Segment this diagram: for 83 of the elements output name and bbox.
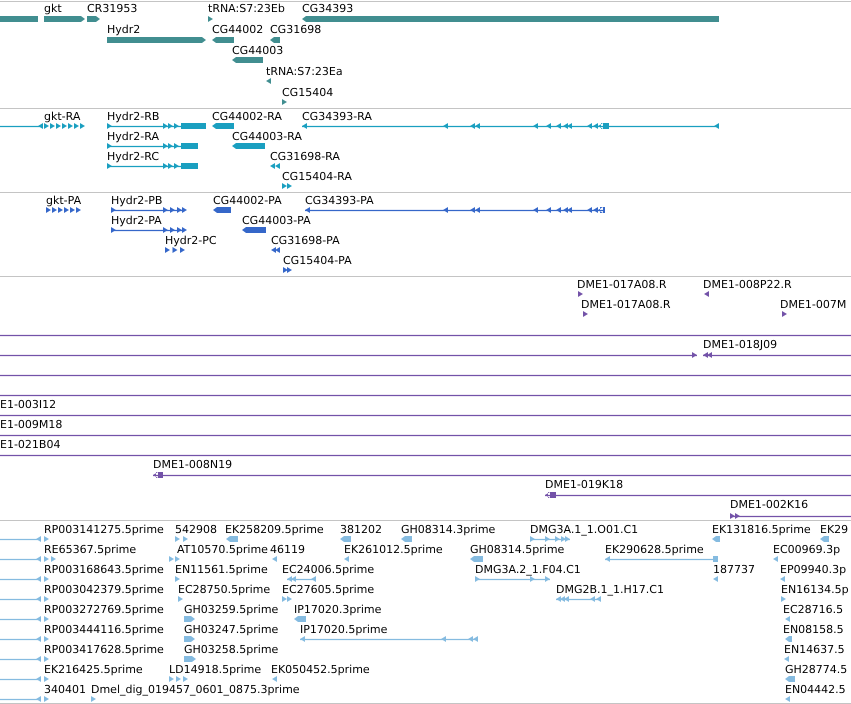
feature-label: EN14637.5: [784, 642, 845, 656]
feature-label: AT10570.5prime: [177, 542, 268, 556]
feature-label: Hydr2-RC: [107, 150, 160, 162]
feature-label: CG34393: [302, 2, 354, 14]
feature-label: CG44002-RA: [212, 110, 282, 122]
feature-label: CG44003-PA: [242, 214, 311, 226]
feature-label: IP17020.3prime: [294, 602, 382, 616]
feature-label: RP003141275.5prime: [44, 522, 164, 536]
feature-label: 542908: [175, 522, 217, 536]
feature-label: EN04442.5: [785, 682, 846, 696]
feature-label: CG44002: [212, 22, 264, 36]
feature-label: CG15404-PA: [283, 254, 352, 266]
feature-label: CG31698: [270, 22, 322, 36]
feature-label: EN11561.5prime: [175, 562, 268, 576]
feature-label: GH03259.5prime: [184, 602, 278, 616]
feature-label: EC27605.5prime: [282, 582, 374, 596]
feature-label: RP003272769.5prime: [44, 602, 164, 616]
feature-label: gkt-RA: [44, 110, 80, 122]
feature-label: LD14918.5prime: [169, 662, 262, 676]
feature-label: 46119: [270, 542, 305, 556]
feature-label: Hydr2: [107, 22, 140, 36]
feature-label: EK261012.5prime: [344, 542, 443, 556]
feature-label: EK050452.5prime: [271, 662, 370, 676]
feature-label: EK290628.5prime: [605, 542, 704, 556]
feature-label: DMG3A.2_1.F04.C1: [475, 562, 581, 576]
feature-label: Hydr2-RA: [107, 130, 159, 142]
feature-label: CG31698-PA: [271, 234, 340, 246]
feature-label: GH08314.5prime: [470, 542, 564, 556]
feature-label: EP09940.3p: [780, 562, 846, 576]
feature-label: 381202: [340, 522, 382, 536]
feature-label: RP003168643.5prime: [44, 562, 164, 576]
feature-label: EC28750.5prime: [178, 582, 270, 596]
feature-label: EN08158.5: [783, 622, 844, 636]
feature-label: RP003417628.5prime: [44, 642, 164, 656]
feature-label: Hydr2-RB: [107, 110, 160, 122]
feature-label: E1-003I12: [0, 398, 56, 410]
feature-label: GH28774.5: [785, 662, 848, 676]
feature-label: DME1-017A08.R: [577, 278, 667, 290]
feature-label: 340401: [44, 682, 86, 696]
feature-label: CG34393-PA: [305, 194, 374, 206]
feature-label: E1-009M18: [0, 418, 62, 430]
feature-label: gkt: [44, 2, 62, 14]
feature-label: DME1-007M: [780, 298, 846, 310]
feature-label: CG44003: [232, 44, 284, 56]
feature-label: RE65367.5prime: [44, 542, 136, 556]
feature-label: DMG2B.1_1.H17.C1: [556, 582, 664, 596]
feature-label: CG15404: [282, 86, 334, 98]
feature-label: 187737: [713, 562, 755, 576]
feature-label: RP003042379.5prime: [44, 582, 164, 596]
feature-label: gkt-PA: [46, 194, 82, 206]
feature-label: EK258209.5prime: [225, 522, 324, 536]
feature-label: RP003444116.5prime: [44, 622, 164, 636]
feature-label: Dmel_dig_019457_0601_0875.3prime: [91, 682, 300, 696]
feature-label: E1-021B04: [0, 438, 60, 450]
feature-label: tRNA:S7:23Ea: [266, 64, 343, 78]
feature-label: CG44003-RA: [232, 130, 302, 142]
feature-label: EC24006.5prime: [282, 562, 374, 576]
feature-label: CG44002-PA: [213, 194, 282, 206]
feature-label: tRNA:S7:23Eb: [208, 2, 285, 14]
feature-label: CG31698-RA: [270, 150, 340, 162]
feature-label: CG34393-RA: [302, 110, 372, 122]
feature-label: DMG3A.1_1.O01.C1: [530, 522, 638, 536]
feature-label: DME1-002K16: [730, 498, 808, 510]
feature-label: DME1-008P22.R: [703, 278, 792, 290]
feature-label: EK131816.5prime: [712, 522, 811, 536]
feature-label: EK216425.5prime: [44, 662, 143, 676]
feature-label: DME1-019K18: [545, 478, 624, 490]
feature-label: Hydr2-PA: [111, 214, 162, 226]
feature-label: EC00969.3p: [773, 542, 840, 556]
feature-label: DME1-017A08.R: [581, 298, 671, 310]
feature-label: EK29: [820, 522, 848, 536]
feature-label: IP17020.5prime: [300, 622, 388, 636]
feature-label: DME1-018J09: [703, 338, 778, 350]
feature-label: GH03258.5prime: [184, 642, 278, 656]
feature-label: DME1-008N19: [153, 458, 232, 470]
feature-label: EN16134.5p: [781, 582, 849, 596]
feature-label: Hydr2-PB: [111, 194, 162, 206]
feature-label: CR31953: [87, 2, 138, 14]
feature-label: GH08314.3prime: [401, 522, 496, 536]
feature-label: CG15404-RA: [282, 170, 352, 182]
feature-label: EC28716.5: [783, 602, 844, 616]
feature-label: GH03247.5prime: [184, 622, 278, 636]
feature-label: Hydr2-PC: [165, 234, 217, 246]
